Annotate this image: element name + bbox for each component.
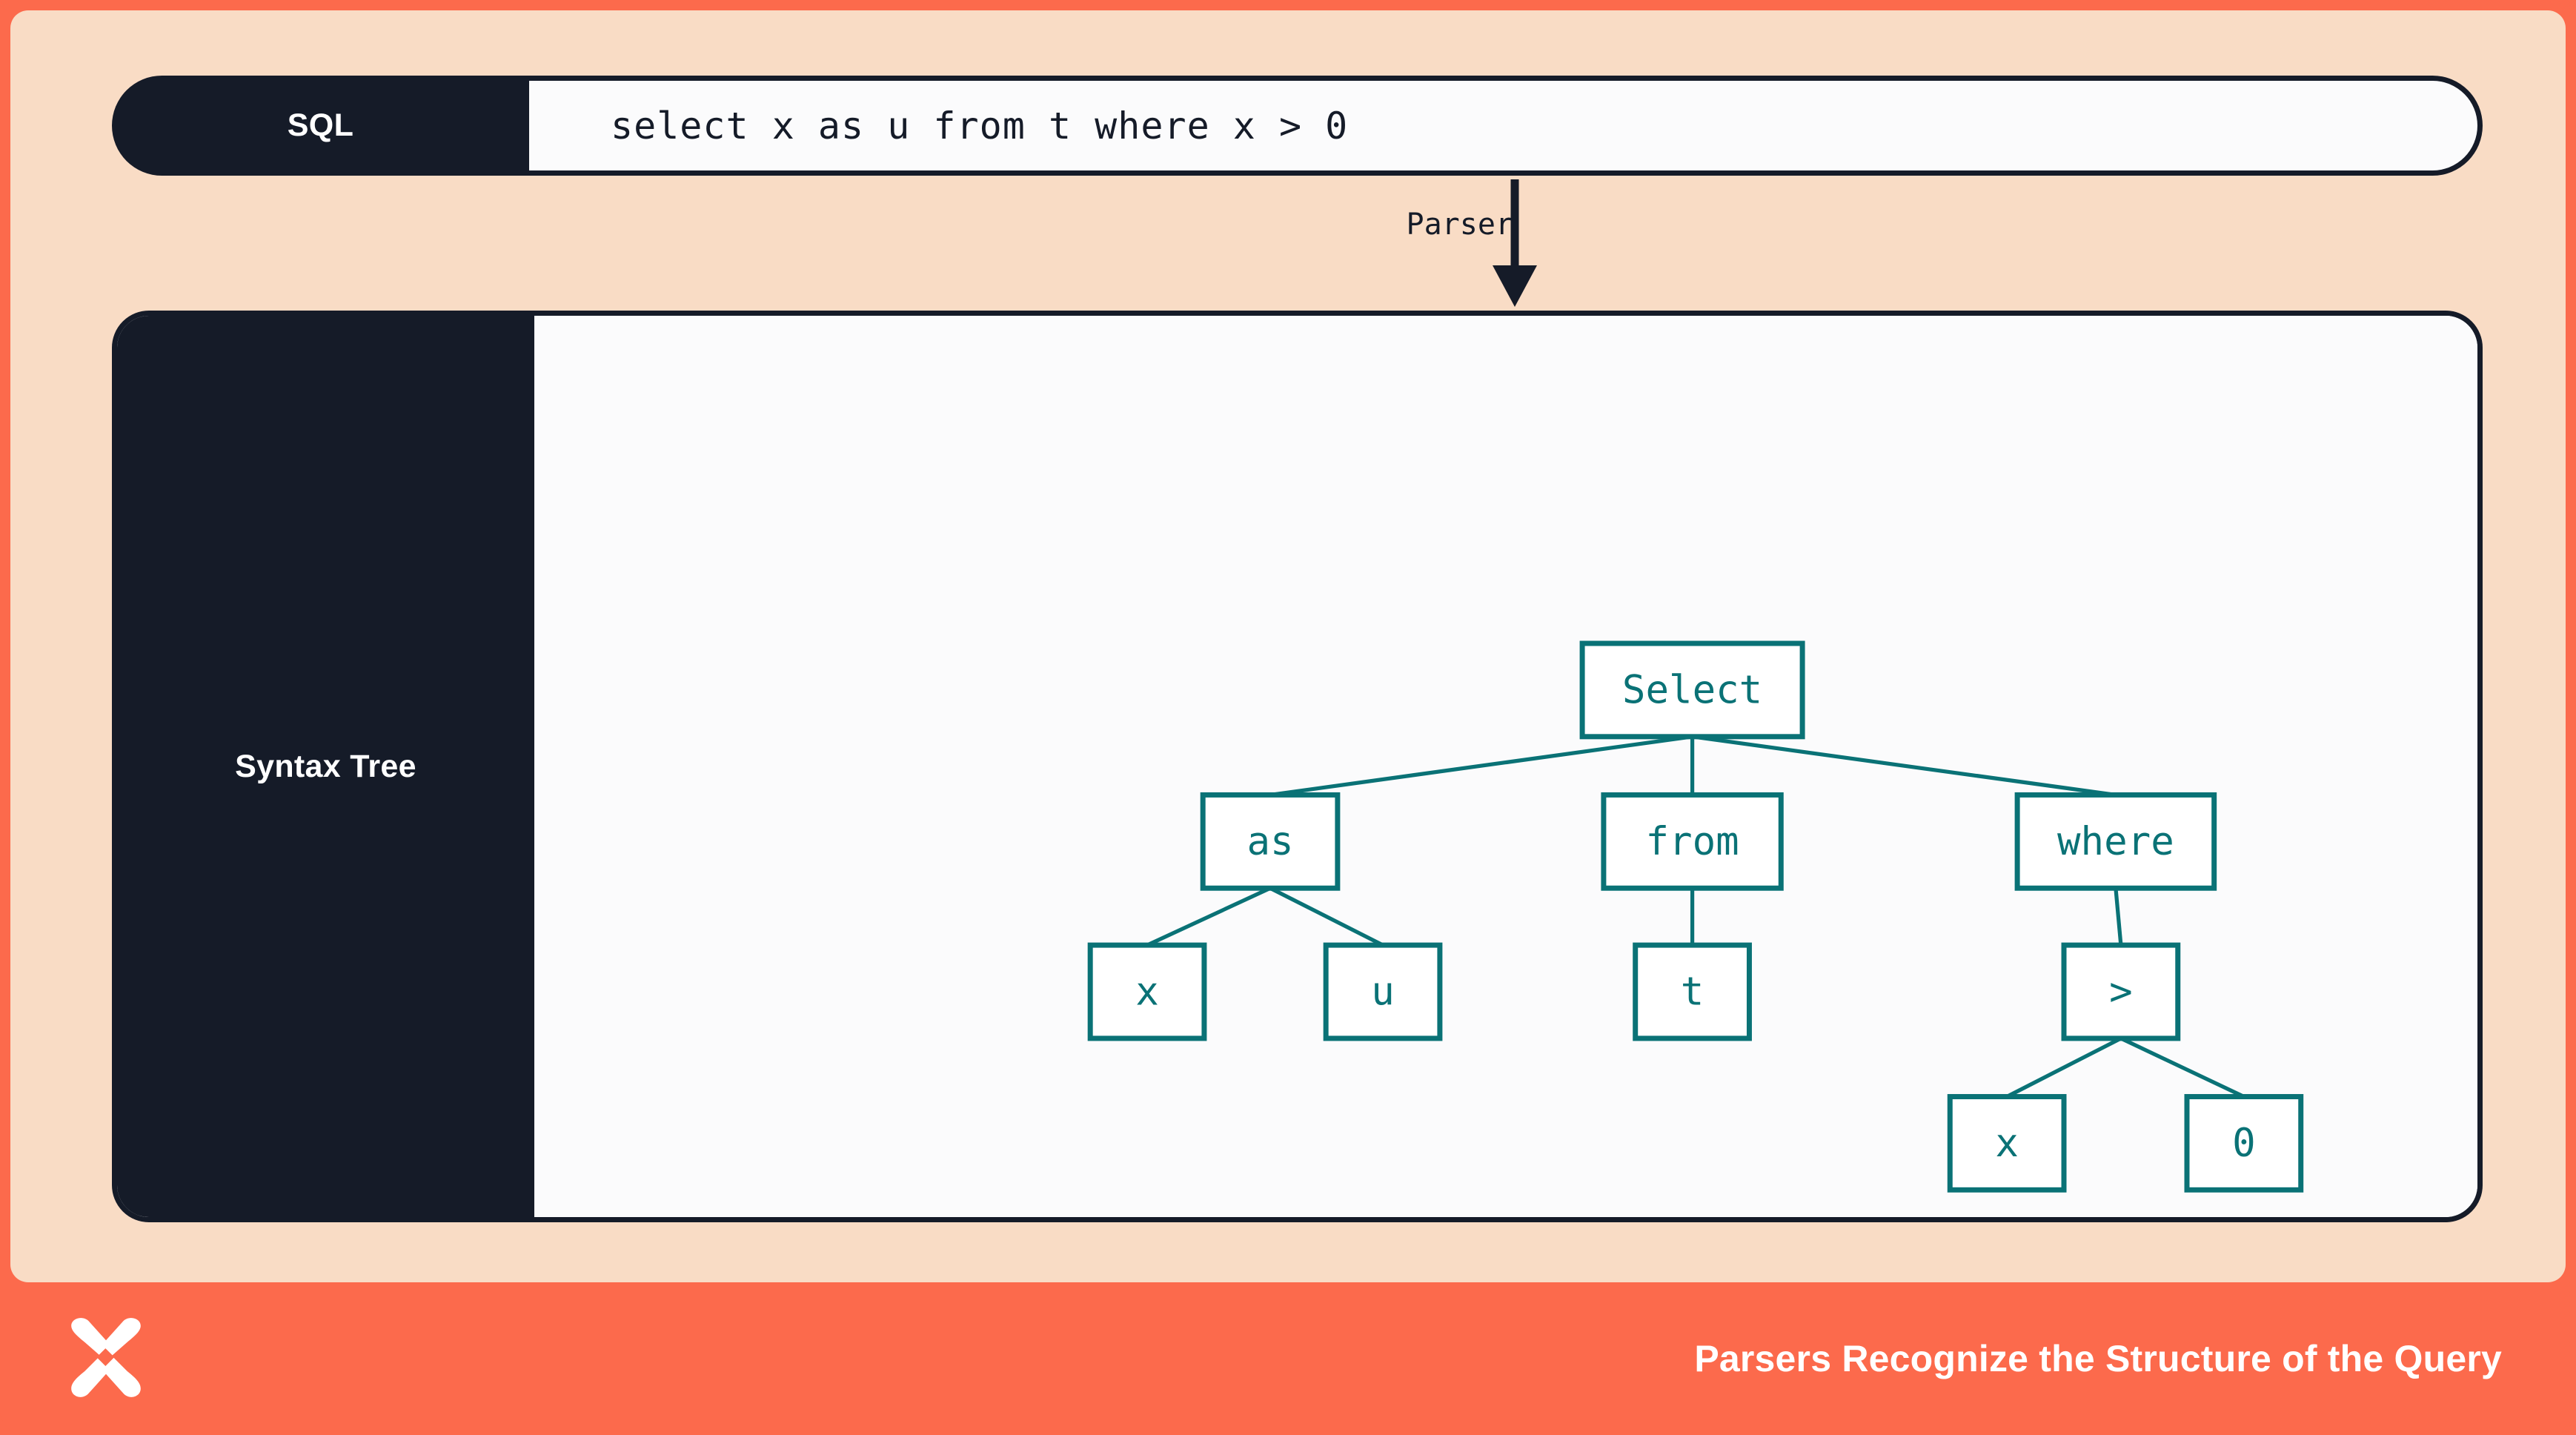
sql-query-field[interactable]: select x as u from t where x > 0 bbox=[529, 81, 2477, 170]
tree-node-box bbox=[1200, 792, 1341, 891]
tree-node-zero[interactable]: 0 bbox=[2184, 1094, 2304, 1193]
tree-node-box bbox=[1087, 942, 1207, 1041]
arrow-down-icon bbox=[1493, 179, 1537, 307]
parser-arrow-label: Parser bbox=[1406, 208, 1514, 242]
tree-node-box bbox=[2184, 1094, 2304, 1193]
tree-node-t[interactable]: t bbox=[1633, 942, 1752, 1041]
tree-node-as[interactable]: as bbox=[1200, 792, 1341, 891]
tree-node-label: > bbox=[2109, 970, 2133, 1015]
tree-node-gt[interactable]: > bbox=[2061, 942, 2181, 1041]
tree-edge bbox=[1269, 886, 1384, 947]
sql-row-label: SQL bbox=[287, 107, 354, 143]
parser-arrow-group: Parser bbox=[1270, 179, 1581, 313]
tree-edge bbox=[2119, 1036, 2245, 1098]
footer-bar: Parsers Recognize the Structure of the Q… bbox=[0, 1282, 2576, 1435]
tree-node-label: t bbox=[1681, 970, 1704, 1015]
sql-query-text: select x as u from t where x > 0 bbox=[611, 104, 1349, 148]
tree-node-x2[interactable]: x bbox=[1947, 1094, 2067, 1193]
tree-edge bbox=[2005, 1036, 2122, 1098]
footer-caption-text: Parsers Recognize the Structure of the Q… bbox=[1694, 1338, 2502, 1379]
sql-input-row: SQL select x as u from t where x > 0 bbox=[112, 76, 2483, 176]
tree-node-label: x bbox=[1135, 970, 1159, 1015]
tree-node-label: where bbox=[2057, 819, 2174, 864]
tree-node-box bbox=[1601, 792, 1784, 891]
tree-edge bbox=[1692, 735, 2117, 798]
tree-node-label: Select bbox=[1622, 667, 1762, 712]
tree-edge bbox=[1146, 886, 1272, 947]
tree-node-from[interactable]: from bbox=[1601, 792, 1784, 891]
tree-node-u[interactable]: u bbox=[1323, 942, 1443, 1041]
tree-node-box bbox=[1579, 640, 1805, 740]
tree-node-box bbox=[1633, 942, 1752, 1041]
tree-edge bbox=[2114, 887, 2123, 946]
tree-node-x1[interactable]: x bbox=[1087, 942, 1207, 1041]
tree-node-label: x bbox=[1995, 1121, 2019, 1166]
tree-node-select[interactable]: Select bbox=[1579, 640, 1805, 740]
syntax-tree-canvas: Select as from where x u t > x 0 bbox=[534, 316, 2477, 1217]
tree-node-where[interactable]: where bbox=[2014, 792, 2217, 891]
syntax-tree-panel: Syntax Tree Select as from where x u t > x 0 bbox=[112, 311, 2483, 1222]
butterfly-x-logo bbox=[71, 1318, 141, 1397]
tree-node-box bbox=[1947, 1094, 2067, 1193]
syntax-tree-label: Syntax Tree bbox=[117, 316, 534, 1217]
tree-node-label: 0 bbox=[2232, 1121, 2256, 1166]
tree-node-box bbox=[1323, 942, 1443, 1041]
tree-edge bbox=[1269, 735, 1693, 798]
tree-node-box bbox=[2061, 942, 2181, 1041]
peach-canvas: SQL select x as u from t where x > 0 Par… bbox=[10, 10, 2566, 1282]
tree-node-label: u bbox=[1371, 970, 1395, 1015]
syntax-tree-graph: Select as from where x u t > x 0 bbox=[1087, 640, 2304, 1193]
tree-node-box bbox=[2014, 792, 2217, 891]
tree-node-label: from bbox=[1645, 819, 1739, 864]
tree-node-label: as bbox=[1246, 819, 1293, 864]
